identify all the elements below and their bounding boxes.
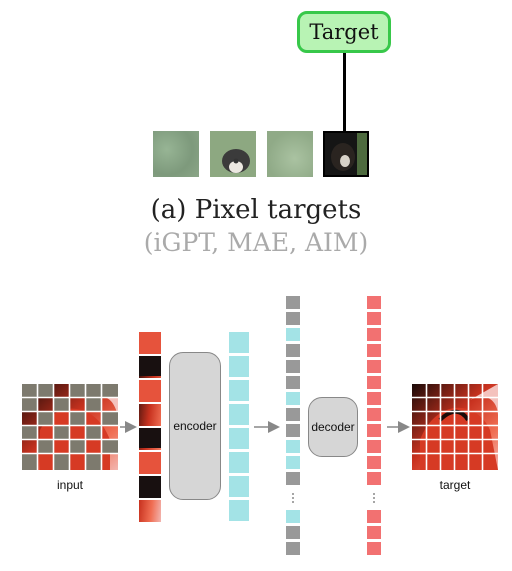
decoder-block: decoder bbox=[308, 397, 358, 457]
caption-title: (a) Pixel targets bbox=[150, 195, 362, 225]
encoder-output-tokens bbox=[229, 332, 249, 521]
target-image bbox=[412, 384, 498, 470]
patch-thumbnail-target bbox=[323, 131, 369, 177]
target-connector-line bbox=[343, 53, 346, 131]
patch-thumbnail-3 bbox=[267, 131, 313, 177]
dog-face-icon bbox=[210, 131, 256, 177]
target-box-label: Target bbox=[309, 20, 379, 44]
decoder-output-tokens bbox=[367, 296, 381, 555]
target-box: Target bbox=[297, 11, 391, 53]
input-label: input bbox=[56, 478, 84, 492]
input-image bbox=[22, 384, 118, 470]
encoder-label: encoder bbox=[173, 419, 217, 433]
caption-subtitle: (iGPT, MAE, AIM) bbox=[143, 228, 369, 257]
encoder-block: encoder bbox=[169, 352, 221, 500]
patch-thumbnail-2 bbox=[210, 131, 256, 177]
decoder-label: decoder bbox=[311, 420, 355, 434]
dog-body-icon bbox=[325, 133, 367, 175]
decoder-input-tokens bbox=[286, 296, 300, 555]
patch-column bbox=[139, 332, 161, 522]
target-output-label: target bbox=[439, 478, 471, 492]
patch-thumbnail-1 bbox=[153, 131, 199, 177]
